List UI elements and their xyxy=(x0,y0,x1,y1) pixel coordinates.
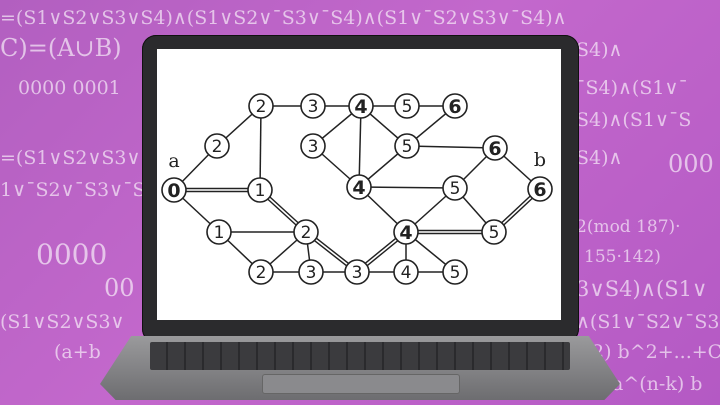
graph-node-a0: 0 xyxy=(161,177,187,203)
graph-node-n5bot: 5 xyxy=(442,259,468,285)
node-label: 1 xyxy=(214,223,225,243)
background-formula-5: S4)∧(S1∨¯S xyxy=(576,109,692,131)
vertex-label-a: a xyxy=(168,150,179,172)
node-label: 0 xyxy=(167,180,180,202)
graph-node-n3bot2: 3 xyxy=(344,259,370,285)
background-formula-12: 155·142) xyxy=(584,247,661,267)
node-label: 3 xyxy=(352,263,363,283)
graph-node-n5r: 5 xyxy=(442,175,468,201)
background-formula-3: 0000 0001 xyxy=(18,77,121,99)
node-circle xyxy=(348,93,374,119)
node-label: 5 xyxy=(402,97,413,117)
node-circle xyxy=(161,177,187,203)
background-formula-2: S4)∧ xyxy=(576,39,623,61)
node-circle xyxy=(298,259,324,285)
background-formula-4: ¯S4)∧(S1∨¯ xyxy=(576,77,688,99)
node-circle xyxy=(394,133,420,159)
background-formula-1: C)=(A∪B) xyxy=(0,34,122,62)
graph-node-n4bot: 4 xyxy=(393,259,419,285)
node-label: 5 xyxy=(450,179,461,199)
background-formula-14: 3∨S4)∧(S1∨ xyxy=(576,277,708,301)
node-label: 2 xyxy=(256,97,267,117)
node-label: 4 xyxy=(352,177,365,199)
node-circle xyxy=(393,259,419,285)
trackpad xyxy=(262,374,460,394)
node-circle xyxy=(293,219,319,245)
node-circle xyxy=(527,176,553,202)
node-label: 2 xyxy=(212,137,223,157)
keyboard xyxy=(150,342,570,370)
background-formula-8: 000 xyxy=(668,150,714,178)
node-circle xyxy=(481,219,507,245)
node-label: 4 xyxy=(401,263,412,283)
graph-diagram: 0 1 2 1 2 3 4 5 6 3 5 6 4 5 6 2 4 5 2 3 3 4 5 a b xyxy=(161,93,553,285)
graph-node-n4mid: 4 xyxy=(346,174,372,200)
background-formula-15: (S1∨S2∨S3∨ xyxy=(0,311,125,333)
node-circle xyxy=(442,259,468,285)
node-label: 2 xyxy=(301,223,312,243)
node-label: 5 xyxy=(489,223,500,243)
graph-edge xyxy=(259,105,262,191)
graph-node-n2c: 2 xyxy=(293,219,319,245)
node-circle xyxy=(248,259,274,285)
node-label: 6 xyxy=(533,179,546,201)
background-formula-0: =(S1∨S2∨S3∨S4)∧(S1∨S2∨¯S3∨¯S4)∧(S1∨¯S2∨S… xyxy=(0,7,567,29)
background-formula-11: 0000 xyxy=(36,238,108,271)
graph-node-n2a: 2 xyxy=(204,133,230,159)
graph-node-n1: 1 xyxy=(247,177,273,203)
background-formula-7: S4)∧ xyxy=(576,147,623,169)
node-label: 6 xyxy=(448,96,461,118)
graph-edge xyxy=(358,186,456,189)
graph-node-n5top: 5 xyxy=(394,93,420,119)
node-label: 4 xyxy=(399,222,412,244)
node-circle xyxy=(393,219,419,245)
background-formula-17: (a+b xyxy=(54,341,101,363)
node-circle xyxy=(442,93,468,119)
graph-node-n5c: 5 xyxy=(481,219,507,245)
graph-node-n4c: 4 xyxy=(393,219,419,245)
node-circle xyxy=(300,93,326,119)
graph-node-b6: 6 xyxy=(527,176,553,202)
node-circle xyxy=(344,259,370,285)
graph-node-n6top: 6 xyxy=(442,93,468,119)
node-circle xyxy=(482,135,508,161)
graph-edge xyxy=(358,105,362,188)
background-formula-16: ∧(S1∨¯S2∨¯S3∨ xyxy=(576,311,720,333)
graph-node-n4top: 4 xyxy=(348,93,374,119)
graph-node-n3mid: 3 xyxy=(300,133,326,159)
graph-node-n2bot: 2 xyxy=(248,259,274,285)
node-label: 4 xyxy=(354,96,367,118)
node-circle xyxy=(248,93,274,119)
node-label: 5 xyxy=(450,263,461,283)
graph-node-n5mid: 5 xyxy=(394,133,420,159)
node-circle xyxy=(300,133,326,159)
graph-node-n3top: 3 xyxy=(300,93,326,119)
graph-node-n2top: 2 xyxy=(248,93,274,119)
node-circle xyxy=(346,174,372,200)
node-label: 2 xyxy=(256,263,267,283)
node-label: 3 xyxy=(306,263,317,283)
graph-nodes: 0 1 2 1 2 3 4 5 6 3 5 6 4 5 6 2 4 5 2 3 3 4 5 xyxy=(161,93,553,285)
graph-node-n1b: 1 xyxy=(206,219,232,245)
background-formula-13: 00 xyxy=(104,274,135,302)
node-circle xyxy=(442,175,468,201)
node-label: 1 xyxy=(255,181,266,201)
node-circle xyxy=(394,93,420,119)
node-label: 6 xyxy=(488,138,501,160)
node-circle xyxy=(206,219,232,245)
node-label: 5 xyxy=(402,137,413,157)
vertex-label-b: b xyxy=(534,149,546,171)
node-circle xyxy=(247,177,273,203)
background-formula-10: 2(mod 187)· xyxy=(576,217,681,237)
graph-edge xyxy=(406,145,496,149)
background-formula-18: 2) b^2+...+C xyxy=(592,341,720,363)
background-formula-19: a^(n-k) b xyxy=(612,373,703,395)
background-formula-9: 1∨¯S2∨¯S3∨¯S4 xyxy=(0,179,158,201)
node-label: 3 xyxy=(308,137,319,157)
node-label: 3 xyxy=(308,97,319,117)
node-circle xyxy=(204,133,230,159)
graph-node-n6mid: 6 xyxy=(482,135,508,161)
background-formula-6: =(S1∨S2∨S3∨ xyxy=(0,147,141,169)
graph-node-n3bot: 3 xyxy=(298,259,324,285)
